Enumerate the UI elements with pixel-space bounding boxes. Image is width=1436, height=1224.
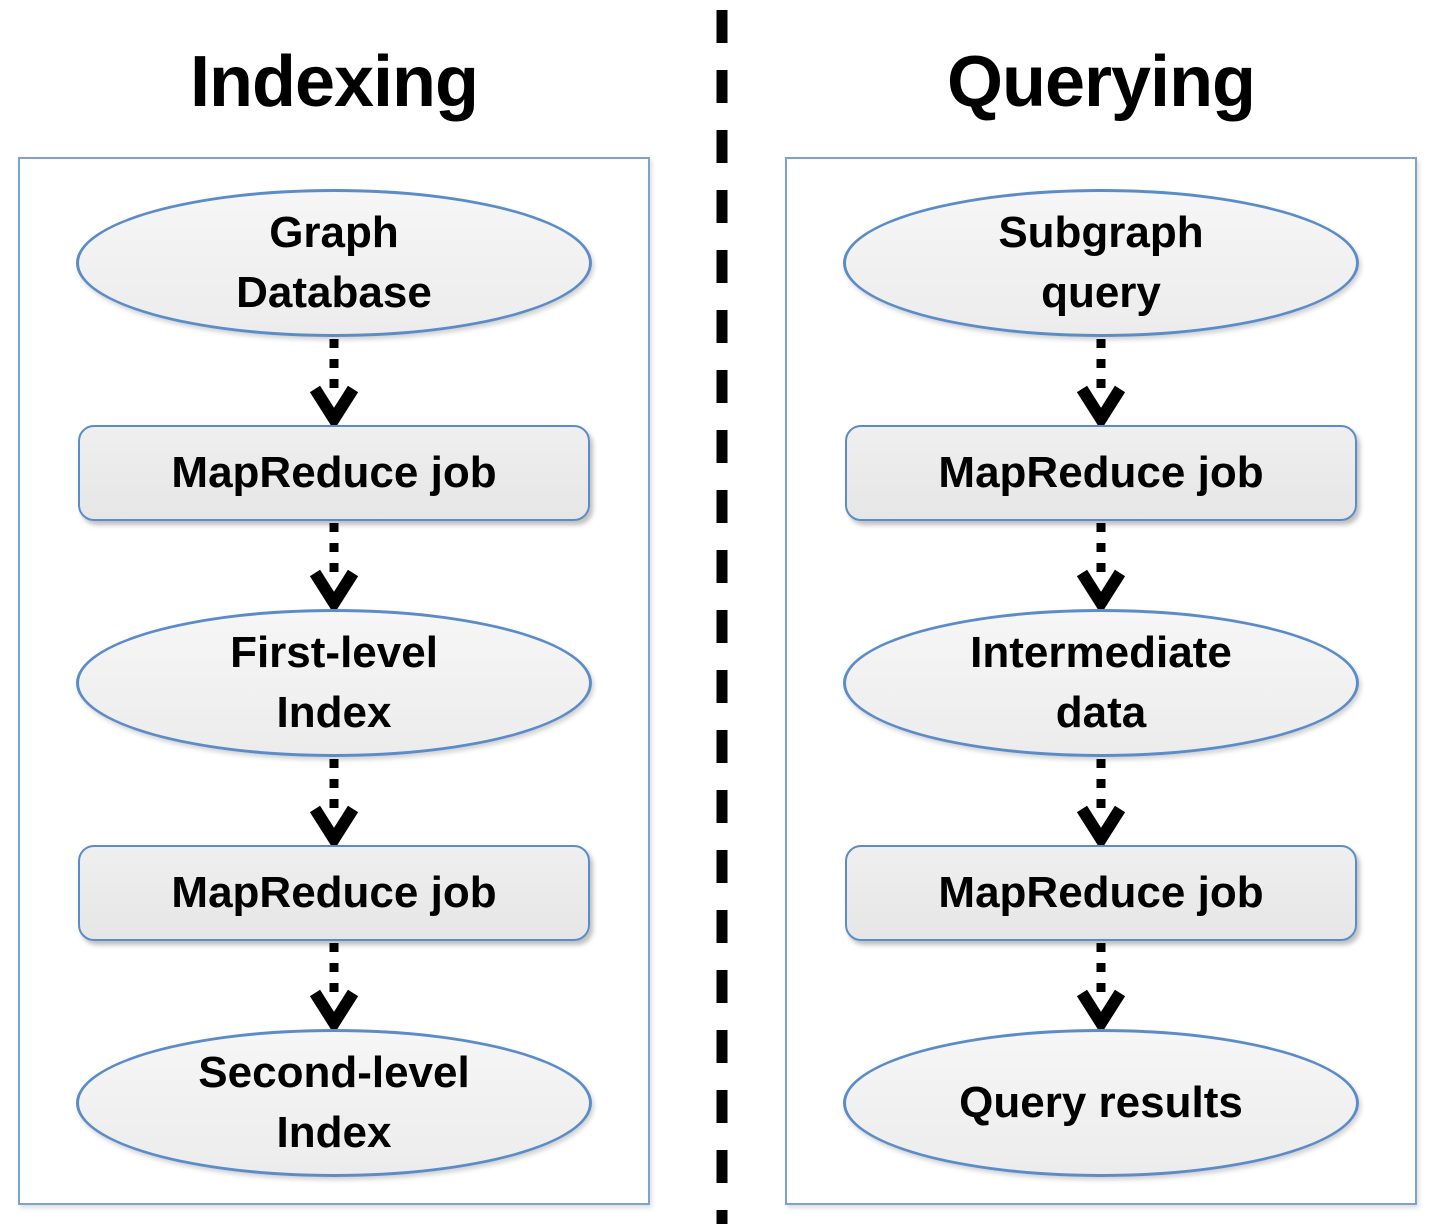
indexing-flow-container: Graph Database MapReduce job First-level… [18, 157, 650, 1205]
node-first-level-index: First-level Index [76, 609, 592, 757]
node-label-line: Second-level [198, 1048, 470, 1098]
down-arrow-icon [1077, 523, 1125, 609]
node-label-line: data [1055, 688, 1147, 737]
column-title-indexing: Indexing [189, 42, 479, 122]
down-arrow-icon [310, 759, 358, 845]
node-label-line: MapReduce job [938, 448, 1264, 498]
node-label-line: MapReduce job [171, 448, 497, 498]
node-label-line: query [1041, 268, 1161, 317]
node-label-line: Query results [959, 1078, 1243, 1128]
node-subgraph-query: Subgraph query [843, 189, 1359, 337]
node-label-line: Subgraph [998, 208, 1204, 258]
node-label-line: Index [276, 688, 392, 737]
node-mapreduce-job-1: MapReduce job [78, 425, 590, 521]
node-mapreduce-job-2: MapReduce job [78, 845, 590, 941]
node-label-line: MapReduce job [171, 868, 497, 918]
down-arrow-icon [310, 339, 358, 425]
down-arrow-icon [310, 943, 358, 1029]
down-arrow-icon [1077, 943, 1125, 1029]
node-label-line: First-level [230, 628, 438, 678]
node-intermediate-data: Intermediate data [843, 609, 1359, 757]
node-label-line: Graph [269, 208, 399, 258]
down-arrow-icon [310, 523, 358, 609]
node-label-line: Database [236, 268, 432, 317]
node-label-line: MapReduce job [938, 868, 1264, 918]
node-second-level-index: Second-level Index [76, 1029, 592, 1177]
node-mapreduce-job-3: MapReduce job [845, 425, 1357, 521]
column-title-querying: Querying [946, 42, 1256, 122]
node-mapreduce-job-4: MapReduce job [845, 845, 1357, 941]
node-label-line: Intermediate [970, 628, 1232, 678]
down-arrow-icon [1077, 759, 1125, 845]
node-graph-database: Graph Database [76, 189, 592, 337]
querying-flow-container: Subgraph query MapReduce job Intermediat… [785, 157, 1417, 1205]
down-arrow-icon [1077, 339, 1125, 425]
node-query-results: Query results [843, 1029, 1359, 1177]
node-label-line: Index [276, 1108, 392, 1157]
